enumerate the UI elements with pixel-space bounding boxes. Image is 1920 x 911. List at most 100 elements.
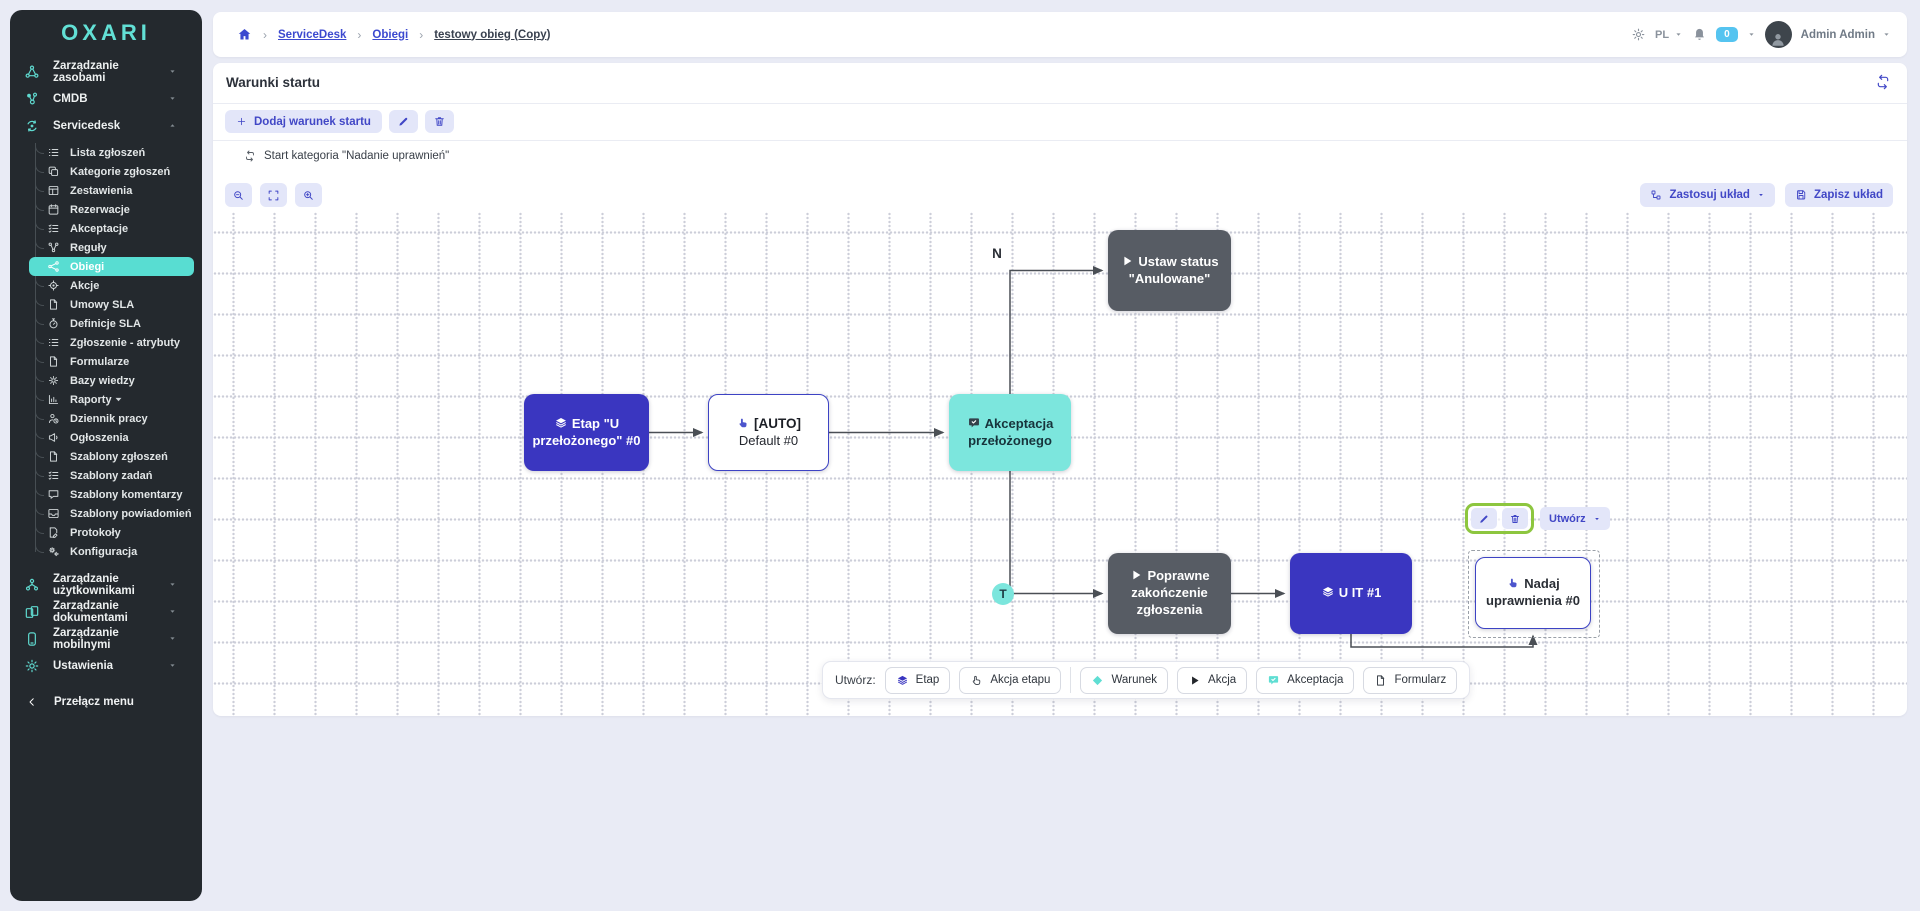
list-icon (47, 336, 60, 349)
start-conditions-toolbar: Dodaj warunek startu (225, 110, 454, 133)
sidebar-item-konfiguracja[interactable]: Konfiguracja (10, 542, 202, 561)
node-auto-default[interactable]: [AUTO] Default #0 (708, 394, 829, 471)
sidebar-item-label: CMDB (53, 92, 88, 105)
notification-badge: 0 (1716, 27, 1738, 42)
sidebar-item-rezerwacje[interactable]: Rezerwacje (10, 200, 202, 219)
breadcrumb-separator: › (419, 27, 424, 42)
fit-view-button[interactable] (260, 183, 287, 207)
node-create-dropdown[interactable]: Utwórz (1540, 507, 1610, 530)
create-formularz-button[interactable]: Formularz (1363, 666, 1458, 694)
sidebar-item-szablony-powiadomien[interactable]: Szablony powiadomień (10, 504, 202, 523)
sidebar-item-akceptacje[interactable]: Akceptacje (10, 219, 202, 238)
user-menu[interactable]: Admin Admin (1801, 29, 1891, 41)
sidebar-item-dziennik-pracy[interactable]: Dziennik pracy (10, 409, 202, 428)
sidebar-item-bazy-wiedzy[interactable]: Bazy wiedzy (10, 371, 202, 390)
node-akceptacja-przelozonego[interactable]: Akceptacja przełożonego (949, 394, 1071, 471)
sidebar-item-label: Zarządzanie zasobami (53, 59, 119, 84)
caret-down-icon (168, 67, 177, 76)
sidebar-item-obiegi[interactable]: Obiegi (29, 257, 194, 276)
node-poprawne-zakonczenie[interactable]: Poprawne zakończenie zgłoszenia (1108, 553, 1231, 634)
file-icon (1374, 674, 1387, 687)
gears-icon (47, 545, 60, 558)
create-warunek-button[interactable]: Warunek (1080, 666, 1169, 694)
sidebar-item-protokoly[interactable]: Protokoły (10, 523, 202, 542)
node-stage-u-przelozonego[interactable]: Etap "U przełożonego" #0 (524, 394, 649, 471)
gear-icon[interactable] (1631, 27, 1646, 42)
create-etap-button[interactable]: Etap (884, 666, 951, 694)
add-start-condition-button[interactable]: Dodaj warunek startu (225, 110, 382, 133)
sidebar-item-akcje[interactable]: Akcje (10, 276, 202, 295)
breadcrumb-separator: › (263, 27, 267, 42)
node-nadaj-uprawnienia[interactable]: Nadaj uprawnienia #0 (1475, 557, 1591, 629)
sidebar-item-cmdb[interactable]: CMDB (10, 85, 202, 112)
toolbar-divider (1070, 667, 1072, 693)
sidebar-item-label: Kategorie zgłoszeń (70, 165, 171, 178)
breadcrumb-item[interactable]: ServiceDesk (278, 28, 347, 41)
breadcrumb-item[interactable]: testowy obieg (Copy) (434, 28, 551, 41)
sidebar-item-label: Reguły (70, 241, 107, 254)
node-ustaw-status-anulowane[interactable]: Ustaw status "Anulowane" (1108, 230, 1231, 311)
caret-up-icon (168, 121, 177, 130)
sidebar-item-definicje-sla[interactable]: Definicje SLA (10, 314, 202, 333)
sidebar-item-label: Dziennik pracy (70, 412, 148, 425)
language-label: PL (1655, 28, 1670, 41)
sidebar-item-ogloszenia[interactable]: Ogłoszenia (10, 428, 202, 447)
delete-start-condition-button[interactable] (424, 110, 454, 133)
sidebar-item-umowy-sla[interactable]: Umowy SLA (10, 295, 202, 314)
sidebar-item-szablony-zadan[interactable]: Szablony zadań (10, 466, 202, 485)
sidebar-item-raporty[interactable]: Raporty (10, 390, 202, 409)
layers-icon (1321, 585, 1335, 599)
sidebar-item-lista-zgloszen[interactable]: Lista zgłoszeń (10, 143, 202, 162)
canvas-zoom-toolbar (225, 183, 322, 207)
chat-check-icon (1267, 674, 1280, 687)
sidebar-item-zarzadzanie-uzytkownikami[interactable]: Zarządzanie użytkownikami (10, 571, 202, 598)
sidebar-item-ustawienia[interactable]: Ustawienia (10, 652, 202, 679)
sidebar-item-zarzadzanie-zasobami[interactable]: Zarządzanie zasobami (10, 58, 202, 85)
checklist-icon (47, 222, 60, 235)
chevron-left-icon (26, 696, 38, 708)
sidebar-item-servicedesk[interactable]: Servicedesk (10, 112, 202, 139)
sidebar-item-zarzadzanie-dokumentami[interactable]: Zarządzanie dokumentami (10, 598, 202, 625)
refresh-conditions-icon[interactable] (1875, 74, 1891, 90)
megaphone-icon (47, 431, 60, 444)
sidebar-item-label: Konfiguracja (70, 545, 138, 558)
sidebar-item-zgloszenie-atrybuty[interactable]: Zgłoszenie - atrybuty (10, 333, 202, 352)
node-stage-u-it[interactable]: U IT #1 (1290, 553, 1412, 634)
sidebar-item-reguly[interactable]: Reguły (10, 238, 202, 257)
home-icon[interactable] (237, 27, 252, 42)
caret-down-icon[interactable] (1747, 30, 1756, 39)
sidebar-item-label: Akcje (70, 279, 100, 292)
zoom-out-button[interactable] (225, 183, 252, 207)
edge-label-yes: T (992, 583, 1014, 605)
sidebar-item-szablony-zgloszen[interactable]: Szablony zgłoszeń (10, 447, 202, 466)
delete-node-button[interactable] (1502, 508, 1528, 529)
caret-down-icon (168, 580, 177, 589)
breadcrumb-item[interactable]: Obiegi (372, 28, 409, 41)
sidebar-item-label: Bazy wiedzy (70, 374, 135, 387)
node-toolbar: Utwórz (1465, 503, 1610, 534)
bell-icon[interactable] (1692, 27, 1707, 42)
sidebar-item-label: Obiegi (70, 260, 105, 273)
sidebar-item-formularze[interactable]: Formularze (10, 352, 202, 371)
create-toolbar-buttons: Etap Akcja etapu Warunek Akcja Akceptacja For… (884, 666, 1458, 694)
edit-node-button[interactable] (1471, 508, 1497, 529)
zoom-in-button[interactable] (295, 183, 322, 207)
sidebar-item-zestawienia[interactable]: Zestawienia (10, 181, 202, 200)
sidebar-item-szablony-komentarzy[interactable]: Szablony komentarzy (10, 485, 202, 504)
sidebar-item-zarzadzanie-mobilnymi[interactable]: Zarządzanie mobilnymi (10, 625, 202, 652)
target-icon (47, 279, 60, 292)
edit-start-condition-button[interactable] (388, 110, 418, 133)
sidebar-item-kategorie-zgloszen[interactable]: Kategorie zgłoszeń (10, 162, 202, 181)
avatar[interactable] (1764, 21, 1792, 48)
create-akcja-etapu-button[interactable]: Akcja etapu (959, 666, 1062, 694)
create-akceptacja-button[interactable]: Akceptacja (1256, 666, 1355, 694)
caret-down-icon (168, 94, 177, 103)
language-selector[interactable]: PL (1655, 29, 1683, 41)
save-layout-button[interactable]: Zapisz układ (1784, 183, 1893, 207)
workflow-canvas[interactable]: N T Etap "U przełożonego" #0 [AUTO] Defa… (213, 212, 1907, 716)
apply-layout-button[interactable]: Zastosuj układ (1640, 183, 1775, 207)
caret-down-icon (168, 661, 177, 670)
create-akcja-button[interactable]: Akcja (1177, 666, 1248, 694)
sidebar-collapse-button[interactable]: Przełącz menu (26, 696, 202, 708)
